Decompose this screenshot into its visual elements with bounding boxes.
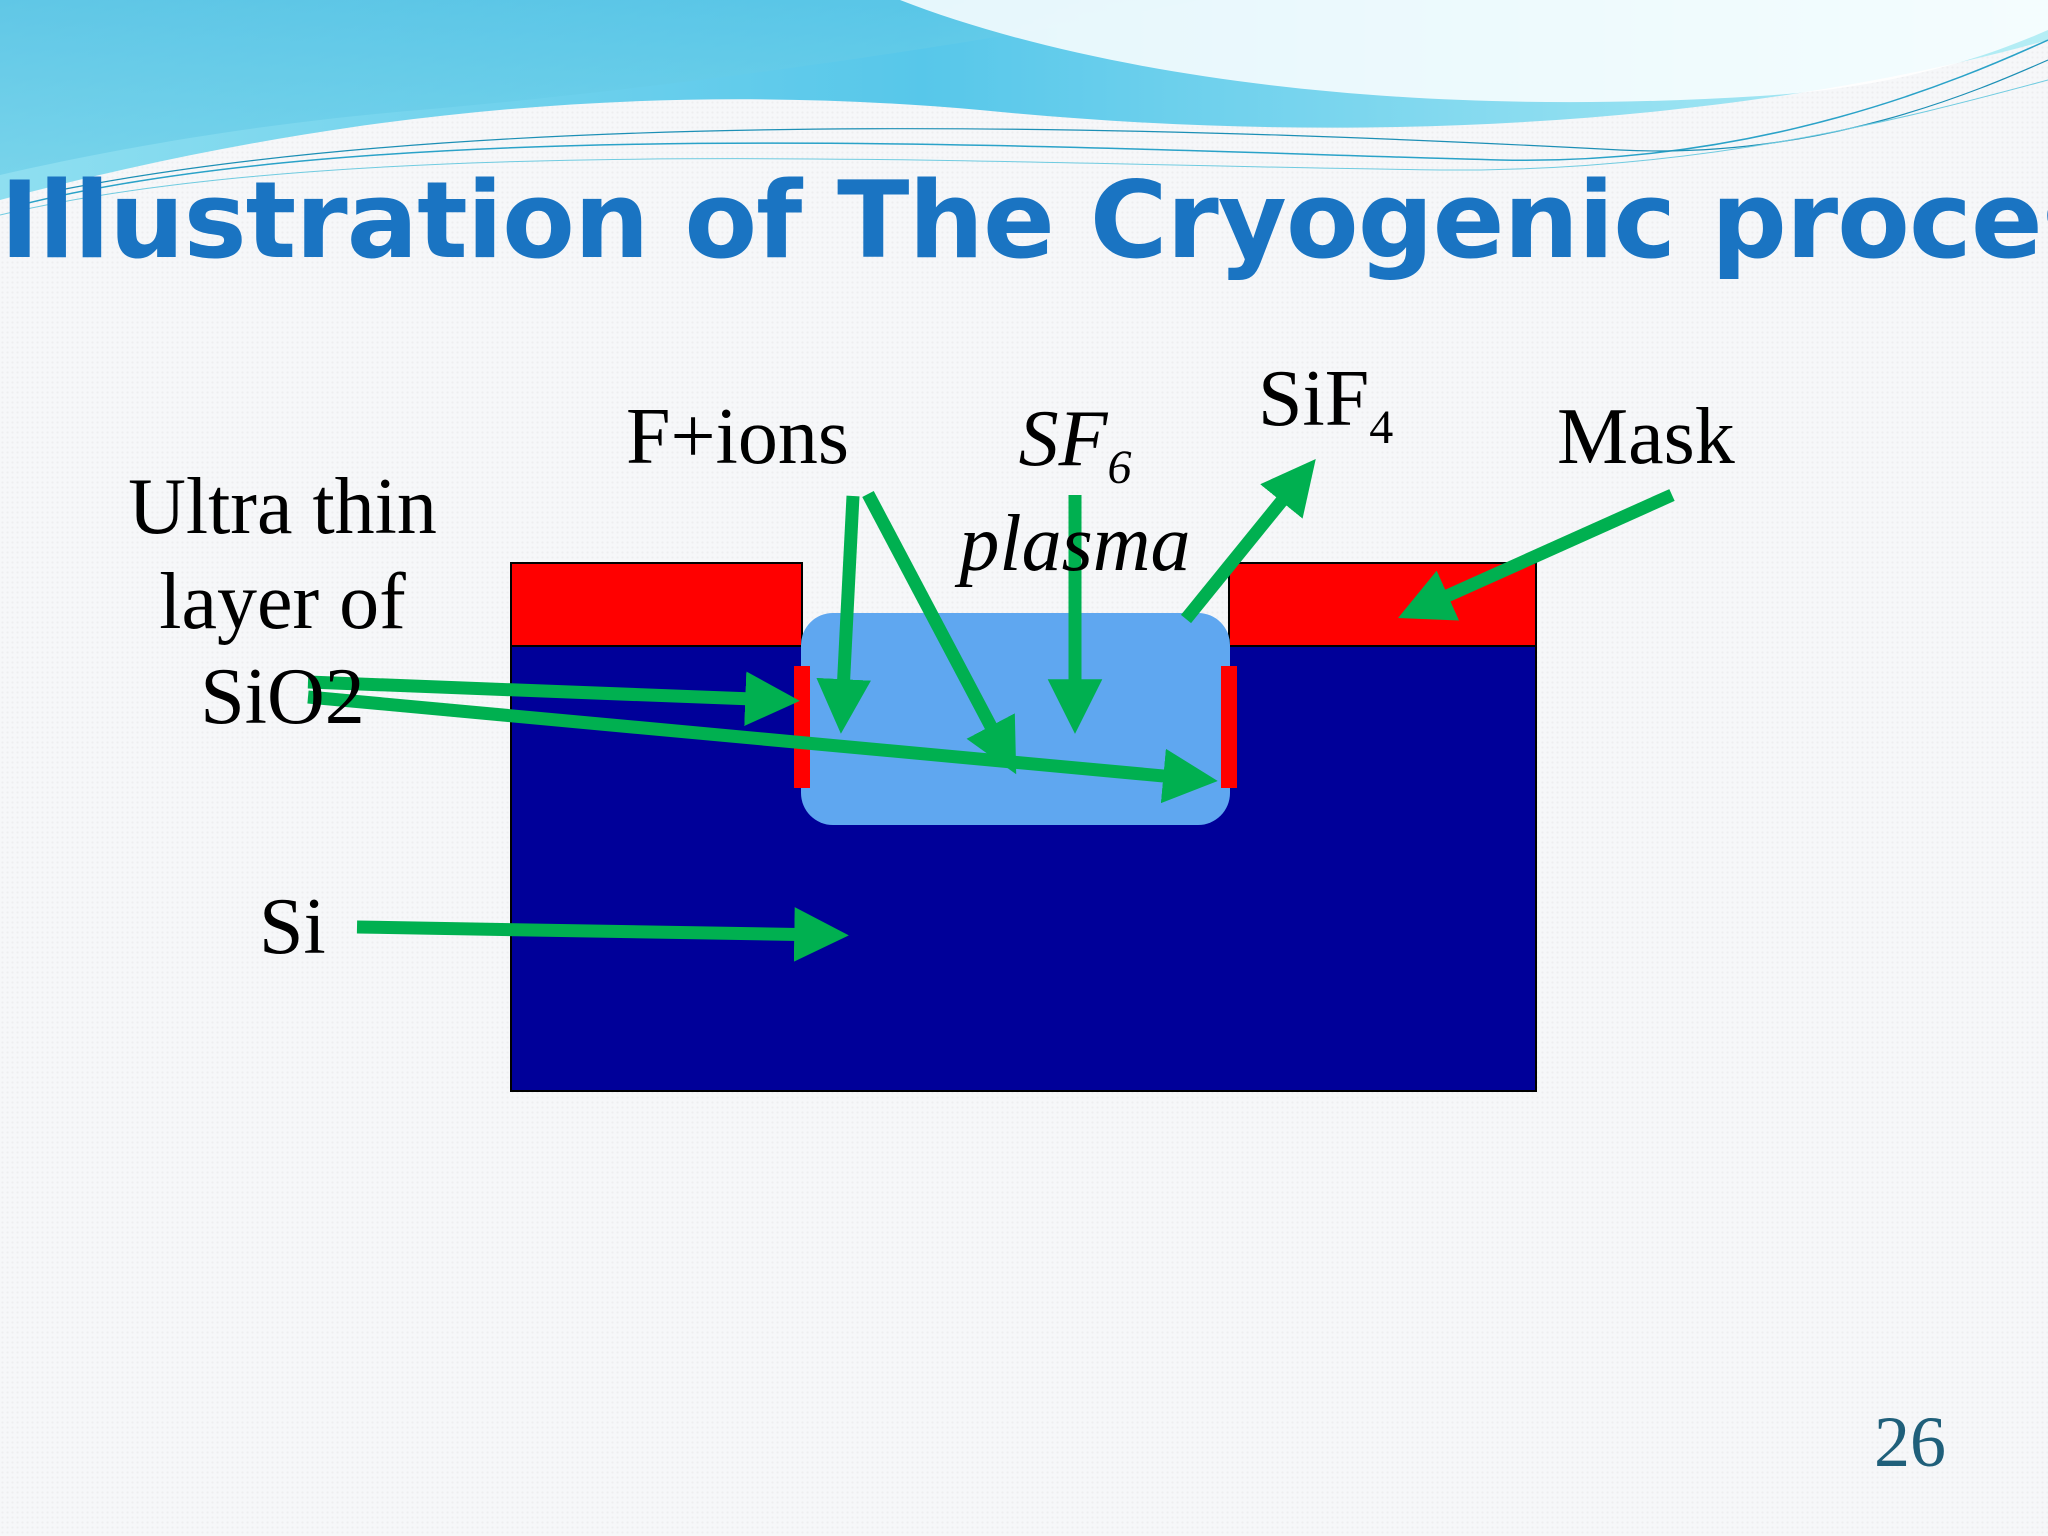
mask-left [510, 562, 803, 647]
arrow-mask [1398, 489, 1675, 621]
label-sf6-main: SF [1018, 395, 1108, 483]
arrows [307, 459, 1675, 962]
wave-highlight [900, 0, 2048, 103]
header-waves-decoration [0, 0, 2048, 216]
label-oxide-line3: SiO2 [200, 653, 365, 741]
label-sf6-subscript: 6 [1107, 441, 1132, 494]
label-sf6-line1: SF6 [920, 392, 1230, 497]
slide-title: Illustration of The Cryogenic process: [0, 159, 2048, 282]
page-number: 26 [1874, 1402, 1946, 1482]
arrow-f-ions-2 [862, 490, 1017, 775]
arrow-sif4-out [1180, 459, 1316, 624]
arrow-oxide-to-left-wall [307, 671, 800, 727]
label-oxide-line1: Ultra thin [128, 463, 437, 551]
label-sf6-plasma: SF6 plasma [920, 392, 1230, 592]
wave-line-3 [0, 79, 2048, 216]
sf6-plasma-trench [801, 613, 1230, 825]
sio2-sidewall-right [1221, 666, 1237, 788]
sio2-sidewall-left [794, 666, 810, 788]
label-sif4: SiF4 [1258, 352, 1393, 457]
label-oxide-layer: Ultra thin layer of SiO2 [100, 460, 465, 745]
arrow-oxide-to-right-wall [307, 690, 1218, 804]
wave-line-2 [59, 59, 2048, 191]
label-sif4-subscript: 4 [1369, 401, 1394, 454]
wave-line-1 [19, 39, 2048, 206]
label-mask: Mask [1557, 393, 1735, 481]
arrow-si [356, 907, 849, 962]
wave-front [0, 0, 1200, 175]
label-sf6-line2: plasma [959, 500, 1191, 588]
label-f-ions: F+ions [626, 393, 849, 481]
label-oxide-line2: layer of [159, 558, 406, 646]
arrow-f-ions-1 [816, 495, 871, 734]
label-si: Si [259, 883, 326, 971]
label-sif4-main: SiF [1258, 355, 1370, 443]
silicon-substrate [510, 645, 1537, 1092]
